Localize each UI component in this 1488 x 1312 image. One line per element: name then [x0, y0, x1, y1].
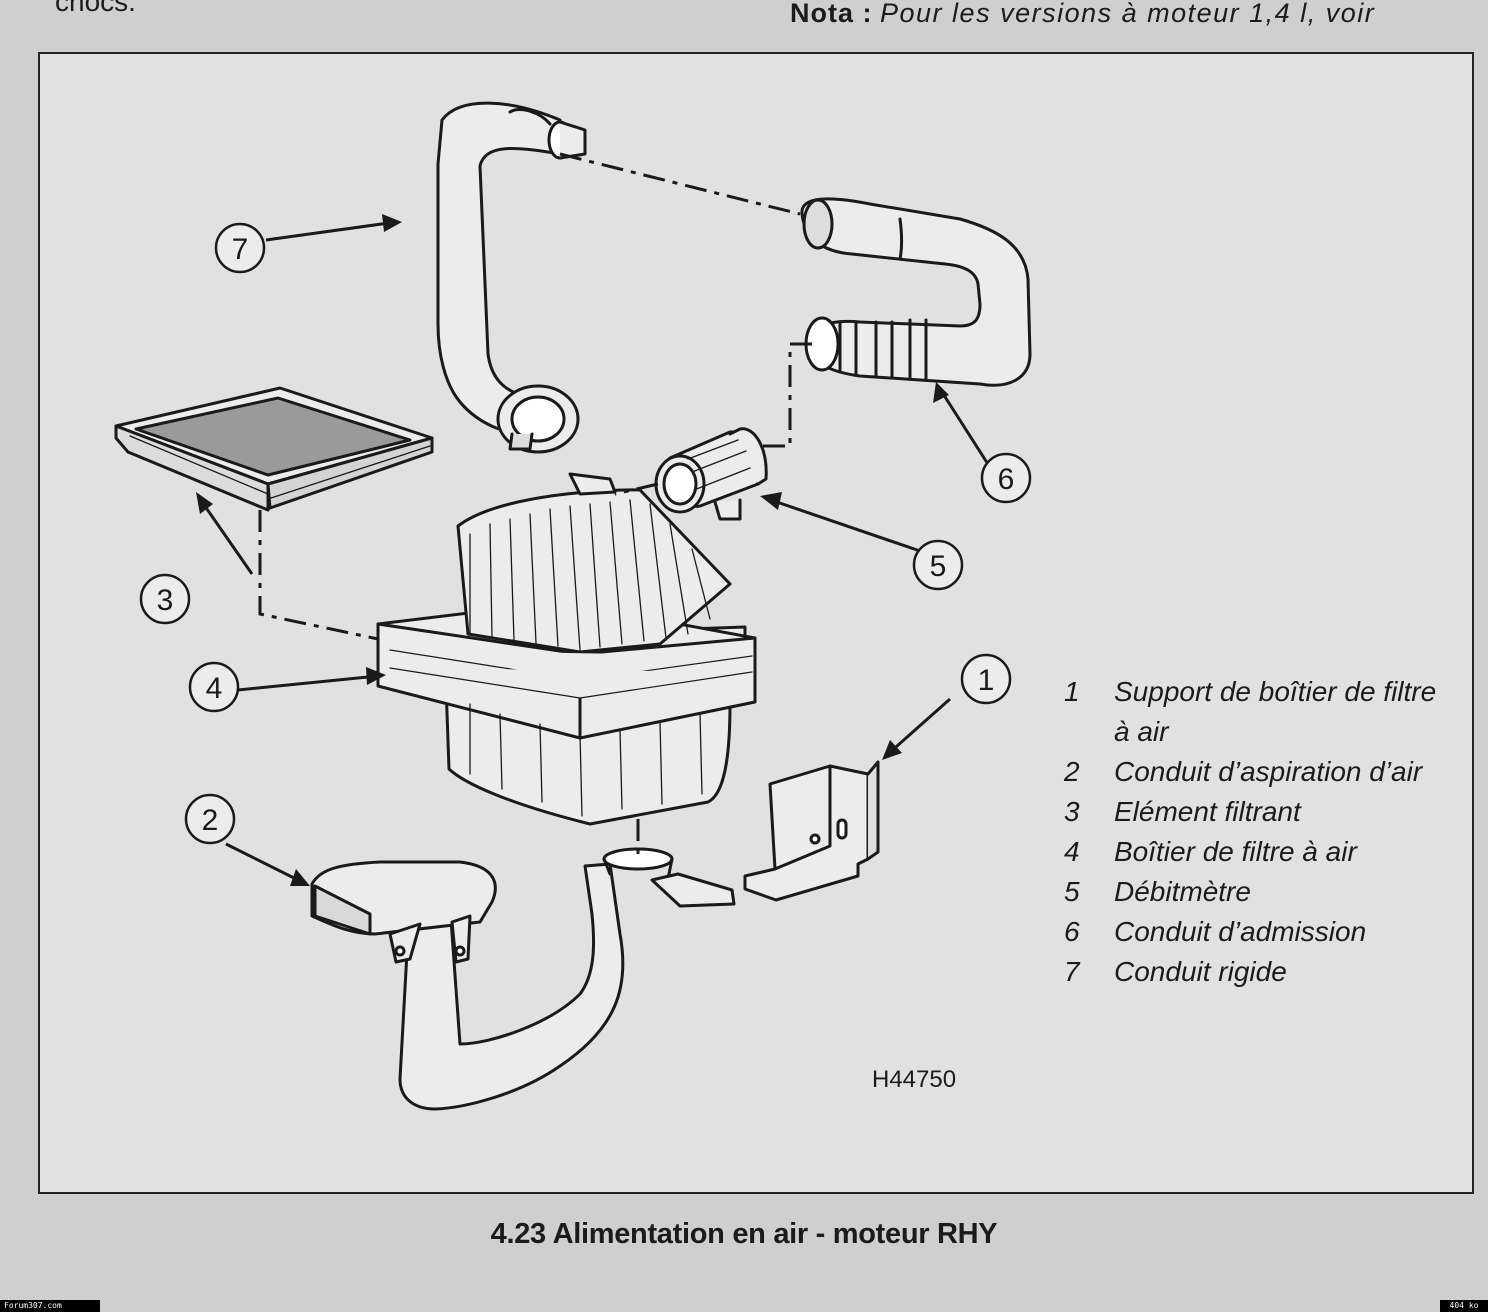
page-text-top-left: chocs.: [55, 0, 136, 17]
callout-label-7: 7: [232, 233, 249, 266]
legend-number: 1: [1064, 676, 1080, 707]
legend-number: 7: [1064, 956, 1080, 987]
air-intake-diagram: 7 6 5 3 4 1 2: [114, 101, 1032, 1111]
leader-line-6: [938, 388, 995, 473]
callout-label-2: 2: [202, 804, 219, 837]
nota-line: Nota : Pour les versions à moteur 1,4 l,…: [790, 0, 1375, 29]
arrowhead-3: [196, 492, 213, 514]
legend-text: Support de boîtier de filtre à air: [1114, 676, 1437, 747]
rigid-duct-part: [436, 101, 587, 454]
housing-support-bracket-part: [743, 760, 880, 902]
figure-caption: 4.23 Alimentation en air - moteur RHY: [490, 1218, 998, 1250]
legend-number: 3: [1064, 796, 1080, 827]
assembly-line-5-4: [614, 482, 659, 496]
arrowhead-2: [290, 869, 310, 886]
nota-label: Nota :: [790, 0, 873, 28]
assembly-line-3-4: [258, 510, 379, 641]
assembly-line-6-5: [760, 342, 812, 448]
legend-text: Débitmètre: [1114, 876, 1251, 907]
legend-text: Conduit d’admission: [1114, 916, 1367, 947]
callout-label-4: 4: [206, 672, 223, 705]
leader-line-1: [887, 697, 951, 756]
legend-item: 5 Débitmètre: [1064, 872, 1444, 912]
callout-circle-5: [912, 539, 964, 591]
legend-text: Conduit rigide: [1114, 956, 1287, 987]
legend-number: 2: [1064, 756, 1080, 787]
legend-number: 4: [1064, 836, 1080, 867]
callout-label-1: 1: [978, 664, 995, 697]
arrowhead-1: [882, 740, 902, 760]
legend-item: 7 Conduit rigide: [1064, 952, 1444, 992]
figure-code: H44750: [872, 1066, 957, 1093]
leader-line-3: [198, 498, 254, 575]
arrowhead-7: [382, 214, 402, 232]
leader-line-4: [237, 674, 379, 692]
callout-circle-3: [139, 573, 191, 625]
callout-circle-2: [184, 793, 236, 845]
arrowhead-4: [366, 667, 386, 685]
callout-label-6: 6: [998, 463, 1015, 496]
assembly-line-7-6: [559, 152, 801, 216]
filter-element-part: [114, 386, 434, 512]
legend-text: Elément filtrant: [1114, 796, 1301, 827]
leader-line-7: [265, 220, 397, 242]
legend-number: 5: [1064, 876, 1080, 907]
figure-frame: 7 6 5 3 4 1 2 1 Support de boîtier de fil…: [38, 52, 1474, 1194]
callout-circle-1: [960, 653, 1012, 705]
legend-text: Conduit d’aspiration d’air: [1114, 756, 1423, 787]
legend-text: Boîtier de filtre à air: [1114, 836, 1357, 867]
file-size-badge: 404 ko: [1440, 1300, 1488, 1312]
arrowhead-5: [760, 492, 782, 510]
callout-label-5: 5: [930, 550, 947, 583]
legend-item: 3 Elément filtrant: [1064, 792, 1444, 832]
leader-line-5: [767, 497, 921, 553]
callout-circle-4: [188, 661, 240, 713]
legend-item: 2 Conduit d’aspiration d’air: [1064, 752, 1444, 792]
intake-duct-part: [800, 197, 1032, 387]
callout-label-3: 3: [157, 584, 174, 617]
air-filter-housing-part: [376, 472, 757, 826]
legend-number: 6: [1064, 916, 1080, 947]
legend-item: 4 Boîtier de filtre à air: [1064, 832, 1444, 872]
flowmeter-part: [654, 427, 768, 521]
air-aspiration-duct-part: [310, 847, 736, 1111]
legend-item: 6 Conduit d’admission: [1064, 912, 1444, 952]
leader-line-2: [225, 842, 303, 884]
nota-text: Pour les versions à moteur 1,4 l, voir: [880, 0, 1376, 28]
callout-circle-7: [214, 222, 266, 274]
watermark-left: Forum307.com: [0, 1300, 100, 1312]
callout-circle-6: [980, 452, 1032, 504]
legend-item: 1 Support de boîtier de filtre à air: [1064, 672, 1444, 752]
arrowhead-6: [933, 382, 949, 403]
